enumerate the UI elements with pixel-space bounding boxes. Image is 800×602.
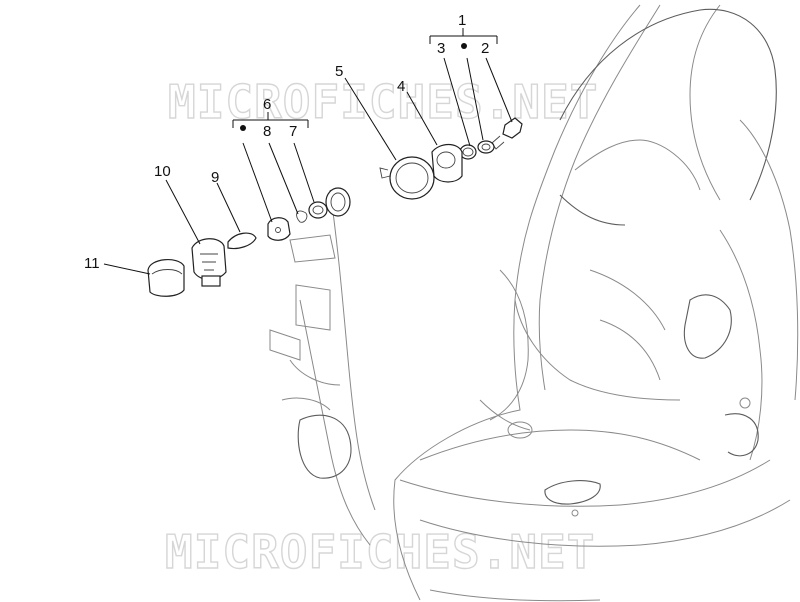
callout-1: 1 (458, 12, 466, 29)
scooter-frame (269, 4, 799, 602)
watermark-bottom: MICROFICHES.NET (165, 525, 595, 579)
part-mount-sleeve (325, 187, 351, 217)
group-bracket-1 (429, 28, 498, 44)
part-3-cylinder (477, 140, 495, 154)
part-8-spring-clip (296, 210, 308, 223)
leader-lines (103, 57, 513, 275)
callout-11: 11 (84, 255, 100, 272)
part-11-cap (147, 259, 185, 297)
callout-4: 4 (397, 78, 405, 95)
callout-8: 8 (263, 123, 271, 140)
kit-dot-6 (240, 125, 246, 131)
callout-9: 9 (211, 169, 219, 186)
part-3-ring (459, 144, 477, 160)
callout-5: 5 (335, 63, 343, 80)
part-4-lock-housing (431, 143, 463, 183)
part-7-collar (308, 201, 328, 219)
part-9-wire-clip (227, 232, 257, 250)
callout-10: 10 (154, 163, 171, 180)
part-10-switch-body (191, 238, 227, 287)
callout-3: 3 (437, 40, 445, 57)
callout-6: 6 (263, 96, 271, 113)
callout-2: 2 (481, 40, 489, 57)
callout-7: 7 (289, 123, 297, 140)
part-6-barrel (267, 217, 291, 241)
group-bracket-6 (232, 112, 309, 128)
part-5-lock-ring (379, 156, 435, 200)
kit-dot-1 (461, 43, 467, 49)
